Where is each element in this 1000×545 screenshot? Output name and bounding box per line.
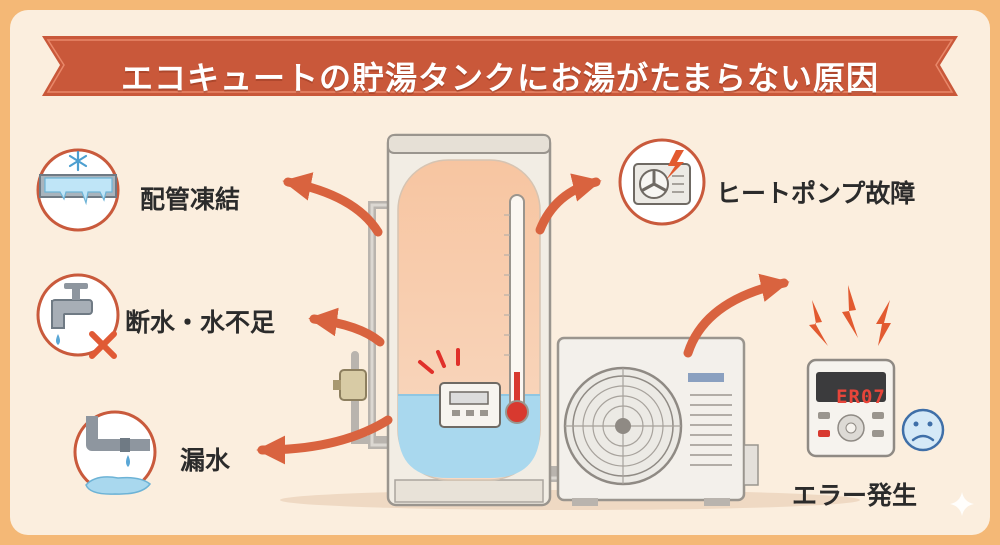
leaking-pipe-icon xyxy=(73,410,157,495)
title-banner xyxy=(42,36,958,96)
remote-error-display: ER07 xyxy=(836,386,886,408)
cross-icon xyxy=(89,331,117,359)
heat-pump-unit xyxy=(556,336,759,506)
page-title: エコキュートの貯湯タンクにお湯がたまらない原因 xyxy=(120,59,880,97)
sad-face-icon xyxy=(901,408,945,452)
tank-control-panel xyxy=(439,382,501,428)
pipe-valve xyxy=(333,369,367,401)
lightning-bolts xyxy=(809,285,891,346)
label-heat-pump-failure: ヒートポンプ故障 xyxy=(716,179,916,208)
remote-controller xyxy=(806,358,896,458)
label-error: エラー発生 xyxy=(792,481,918,510)
sparkle-icon xyxy=(950,492,974,516)
thermometer-icon xyxy=(504,194,529,424)
label-water-shortage: 断水・水不足 xyxy=(125,308,276,337)
illustration xyxy=(36,36,974,516)
label-water-leak: 漏水 xyxy=(180,446,231,475)
arrows xyxy=(256,172,790,465)
frozen-pipe-icon xyxy=(36,148,120,232)
alert-marks xyxy=(418,348,460,374)
infographic-frame: エコキュートの貯湯タンクにお湯がたまらない原因 配管凍結 断水・水不足 漏水 ヒ… xyxy=(10,10,990,535)
heat-pump-failure-icon xyxy=(618,138,706,226)
label-pipe-freeze: 配管凍結 xyxy=(140,185,241,214)
storage-tank xyxy=(386,133,552,507)
faucet-icon xyxy=(36,273,120,357)
